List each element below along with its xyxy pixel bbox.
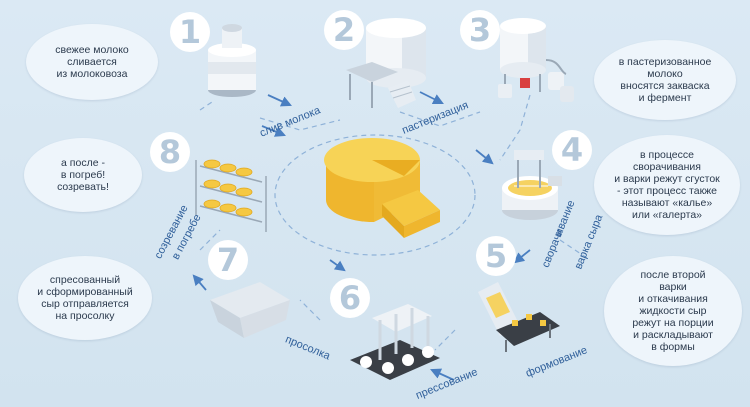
- starter-tanks-icon: [498, 18, 574, 102]
- path-7-to-8: [199, 229, 221, 251]
- step-number-2: 2: [324, 10, 364, 50]
- arrow-3: [475, 149, 494, 165]
- path-1-to-2: [259, 117, 341, 131]
- curd-vat-icon: [502, 150, 562, 220]
- step-number-4: 4: [552, 130, 592, 170]
- step-number-5: 5: [476, 236, 516, 276]
- center-ring: [274, 134, 476, 256]
- path-3-to-4: [499, 94, 531, 161]
- step-number-7: 7: [208, 240, 248, 280]
- arrow-7: [192, 274, 207, 291]
- milk-can-icon: [208, 24, 256, 97]
- path-5-to-6: [434, 329, 456, 351]
- step-number-3: 3: [460, 10, 500, 50]
- cheese-press-icon: [350, 304, 440, 380]
- arrow-4: [513, 249, 531, 264]
- arrow-2: [419, 91, 444, 104]
- step-number-6: 6: [330, 278, 370, 318]
- arrow-6: [329, 259, 346, 272]
- arrow-5: [430, 368, 455, 381]
- arrow-8: [261, 125, 286, 137]
- step-8-description: а после -в погреб!созревать!: [24, 138, 142, 212]
- arrow-1: [267, 94, 292, 107]
- path-4-to-5: [559, 239, 591, 261]
- flow-arrows: [192, 91, 531, 381]
- step-number-1: 1: [170, 12, 210, 52]
- aging-rack-icon: [195, 159, 267, 232]
- step-8-text: а после -в погреб!созревать!: [57, 157, 109, 193]
- step-number-8: 8: [150, 132, 190, 172]
- flow-paths: [199, 94, 591, 351]
- forming-conveyor-icon: [478, 282, 560, 352]
- pasteurizer-tank-icon: [346, 18, 426, 108]
- cheese-wheel-icon: [324, 138, 440, 238]
- path-8-to-1: [199, 99, 216, 111]
- path-6-to-7: [299, 299, 321, 321]
- salting-bin-icon: [210, 282, 290, 338]
